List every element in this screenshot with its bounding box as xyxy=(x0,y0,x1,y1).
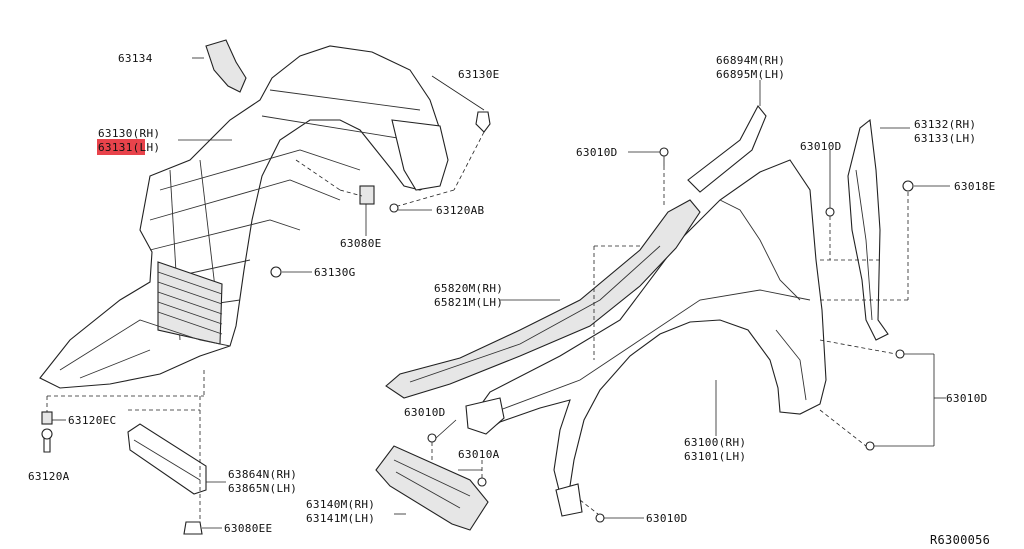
label-63133-lh: 63133(LH) xyxy=(914,132,976,145)
label-63120ec: 63120EC xyxy=(68,414,116,427)
label-63010d-r: 63010D xyxy=(800,140,842,153)
label-63010a: 63010A xyxy=(458,448,500,461)
bolt-63010a xyxy=(477,477,487,487)
bracket-63140m xyxy=(375,445,489,531)
fender-panel-group xyxy=(375,105,914,531)
left-leaders xyxy=(46,57,485,529)
reinforcement-65820m xyxy=(385,199,701,399)
bolt-63010d-mid xyxy=(427,433,437,443)
label-63140m-rh: 63140M(RH) xyxy=(306,498,375,511)
label-66894m-rh: 66894M(RH) xyxy=(716,54,785,67)
label-63101-lh: 63101(LH) xyxy=(684,450,746,463)
label-63100-rh: 63100(RH) xyxy=(684,436,746,449)
label-63865n-lh: 63865N(LH) xyxy=(228,482,297,495)
bolt-63010d-top xyxy=(659,147,669,157)
label-63010d-bot: 63010D xyxy=(646,512,688,525)
label-63018e: 63018E xyxy=(954,180,996,193)
fender-protector xyxy=(39,39,491,535)
label-63010d-right: 63010D xyxy=(946,392,988,405)
label-63010d-mid: 63010D xyxy=(404,406,446,419)
clip-63130e xyxy=(475,111,491,133)
bolt-63010d-r xyxy=(825,207,835,217)
mudguard-63864n xyxy=(127,423,207,495)
right-leaders xyxy=(394,80,950,519)
label-63130-rh: 63130(RH) xyxy=(98,127,160,140)
bolt-63010d-right-2 xyxy=(865,441,875,451)
label-63132-rh: 63132(RH) xyxy=(914,118,976,131)
label-63130e: 63130E xyxy=(458,68,500,81)
bracket-63134 xyxy=(205,39,247,93)
reference-code: R6300056 xyxy=(930,533,990,547)
label-63120a: 63120A xyxy=(28,470,70,483)
clip-63018e xyxy=(902,180,914,192)
clip-63080ee xyxy=(183,521,203,535)
label-63131-lh: 63131(LH) xyxy=(98,141,160,154)
label-63130g: 63130G xyxy=(314,266,356,279)
bracket-63132 xyxy=(847,118,889,341)
front-fender-63100 xyxy=(469,159,827,495)
protector-shell xyxy=(39,45,447,389)
label-63864n-rh: 63864N(RH) xyxy=(228,468,297,481)
seal-66894m xyxy=(687,105,767,193)
label-65820m-rh: 65820M(RH) xyxy=(434,282,503,295)
label-66895m-lh: 66895M(LH) xyxy=(716,68,785,81)
screw-63120ab xyxy=(389,203,399,213)
clip-63080e xyxy=(359,185,375,205)
clip-63130g xyxy=(270,266,282,278)
highlight-63131 xyxy=(97,139,145,155)
callout-labels: 63134 63130(RH) 63131(LH) 63130E 63120AB… xyxy=(28,52,996,547)
clip-63120ec xyxy=(41,411,53,425)
bolt-63010d-right-1 xyxy=(895,349,905,359)
label-63080e: 63080E xyxy=(340,237,382,250)
label-65821m-lh: 65821M(LH) xyxy=(434,296,503,309)
label-63134: 63134 xyxy=(118,52,153,65)
bolt-63010d-bot xyxy=(595,513,605,523)
label-63120ab: 63120AB xyxy=(436,204,485,217)
label-63080ee: 63080EE xyxy=(224,522,272,535)
label-63010d-top: 63010D xyxy=(576,146,618,159)
label-63141m-lh: 63141M(LH) xyxy=(306,512,375,525)
